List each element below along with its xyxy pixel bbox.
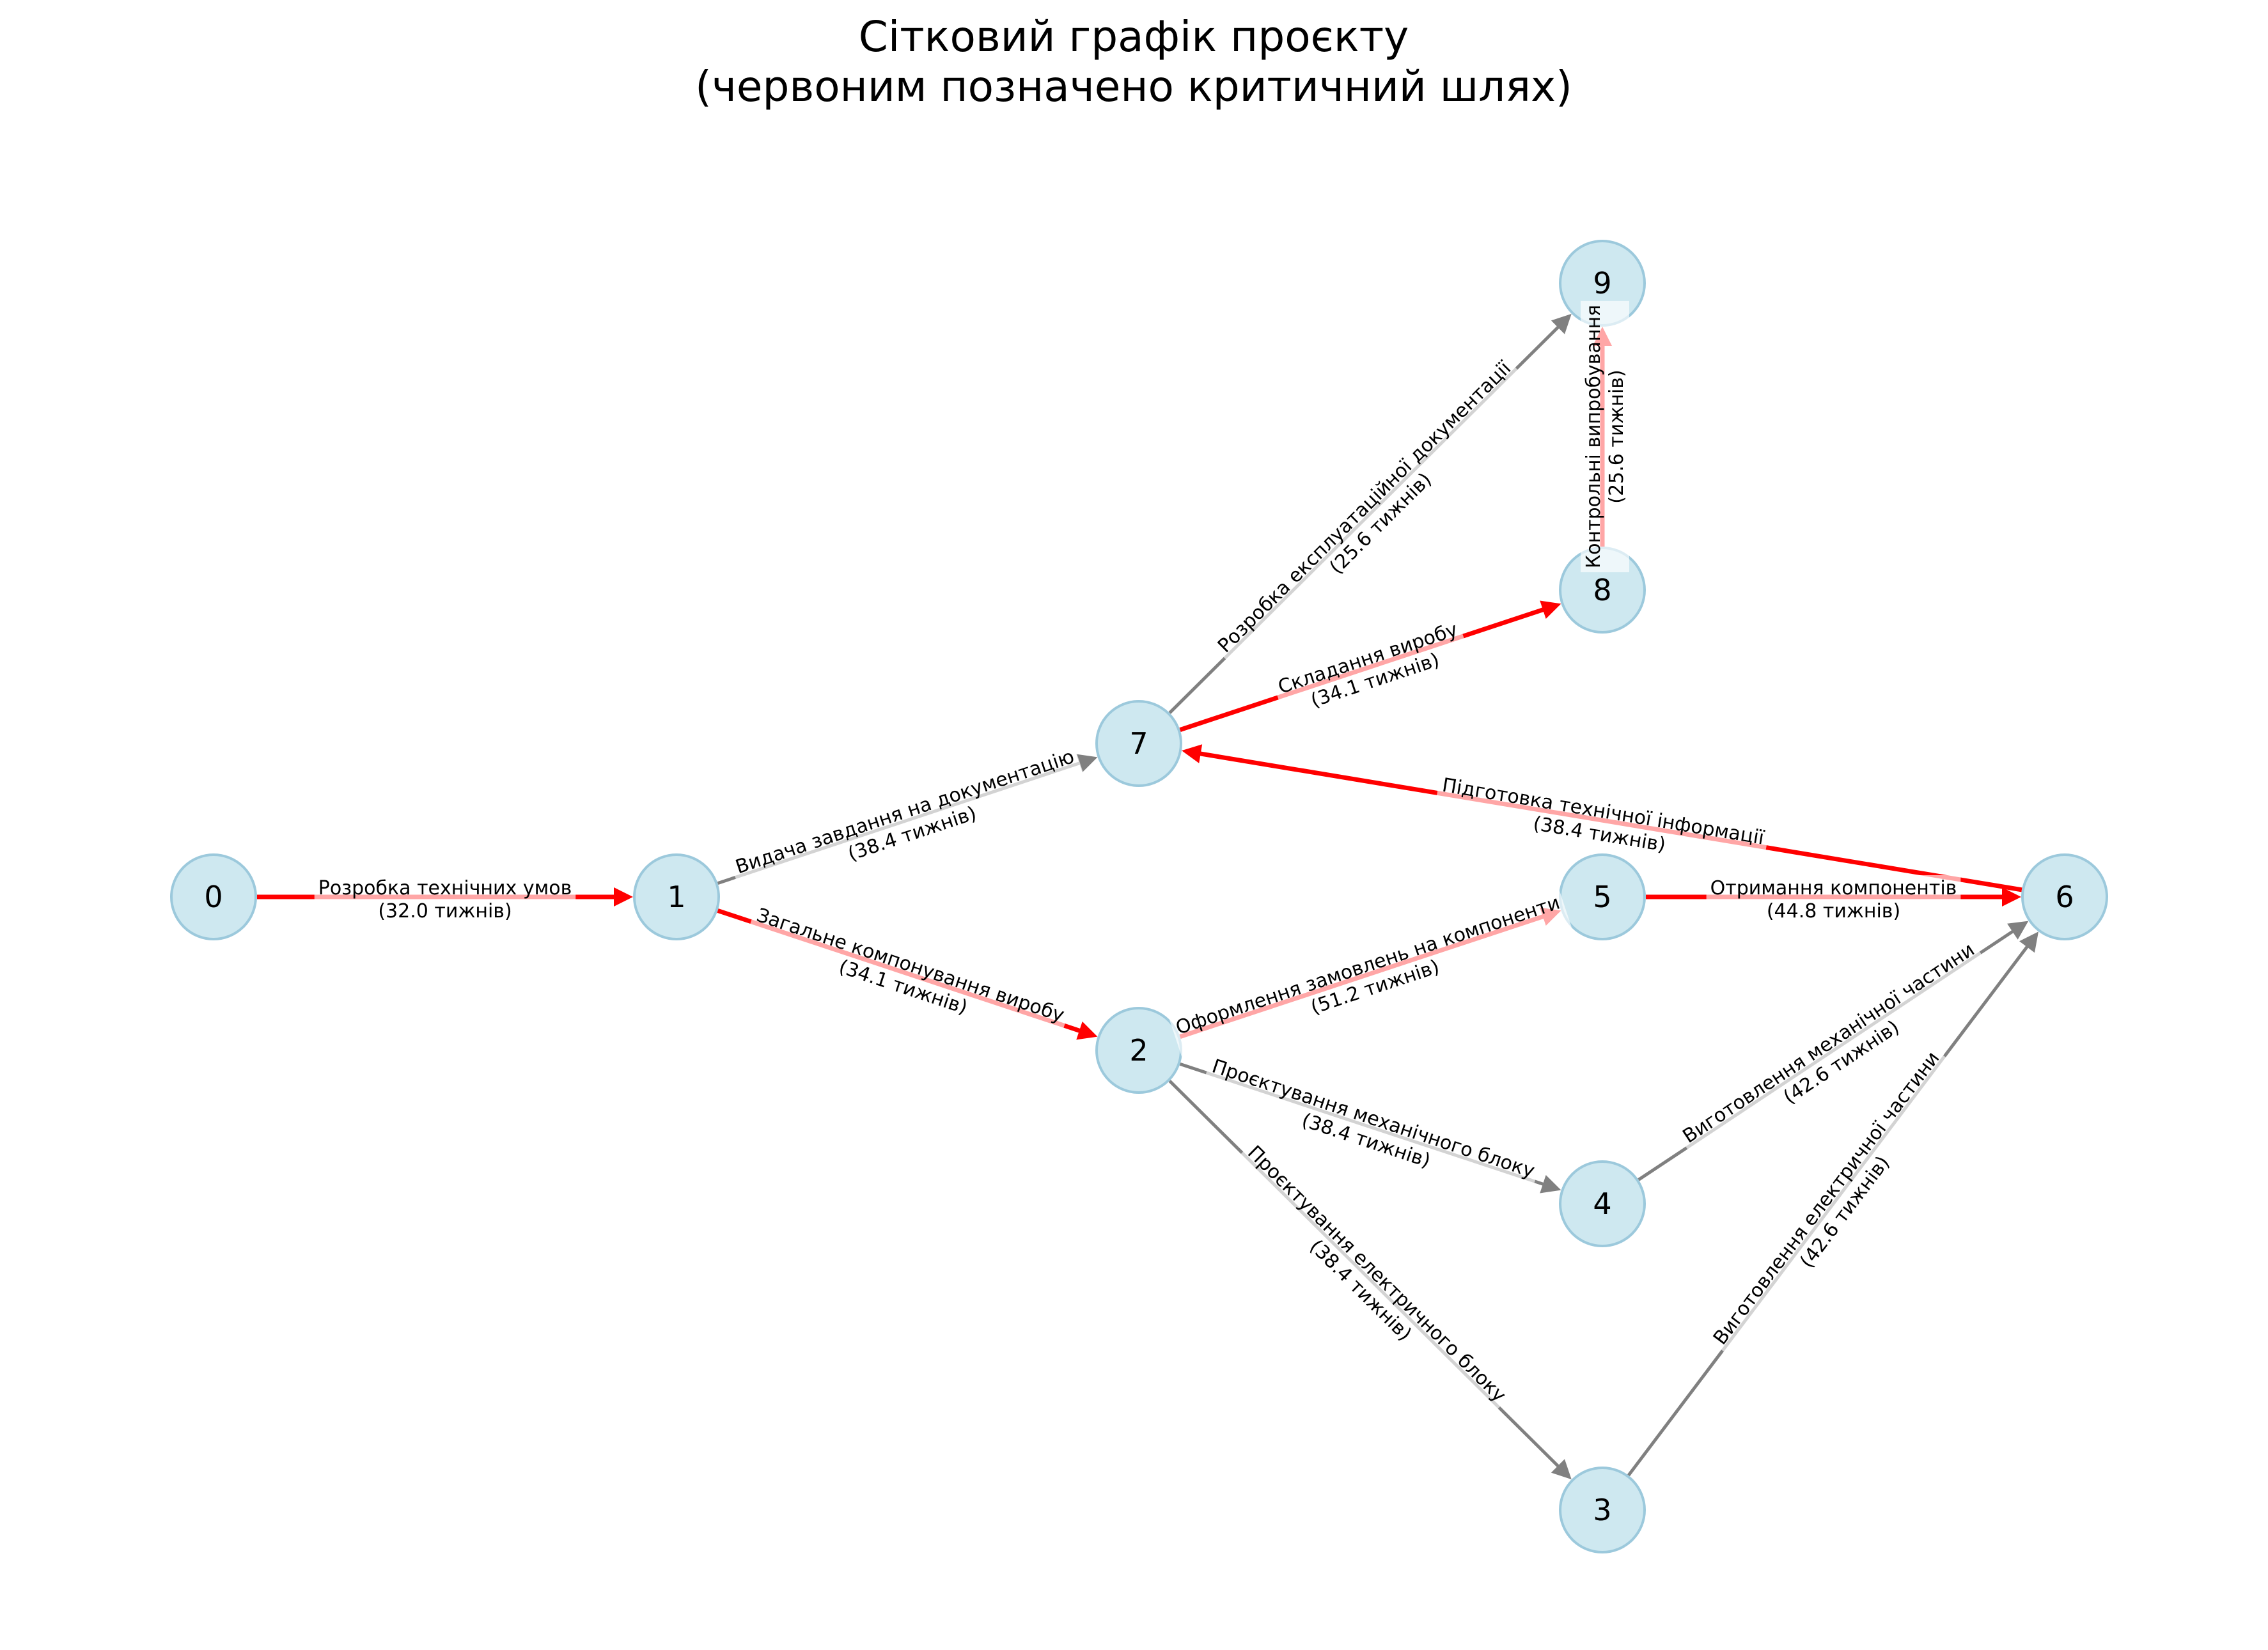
- edge-arrowhead: [614, 887, 633, 907]
- edge-activity-name: Видача завдання на документацію: [733, 745, 1077, 878]
- edge-activity-name: Контрольні випробування: [1583, 305, 1605, 568]
- edge-label-background: [1581, 300, 1629, 573]
- node-circle: [1559, 1467, 1646, 1553]
- node-label: 2: [1129, 1033, 1148, 1068]
- node-label: 7: [1129, 726, 1148, 761]
- edge-duration: (32.0 тижнів): [378, 900, 512, 922]
- node-7: 7: [1095, 700, 1182, 787]
- node-label: 8: [1593, 573, 1611, 607]
- edge-arrowhead: [1076, 1021, 1098, 1040]
- edge-label-2-5: Оформлення замовлень на компоненти(51.2 …: [1168, 888, 1574, 1064]
- edge-labels-layer: Розробка технічних умов(32.0 тижнів) Вида…: [314, 300, 1996, 1427]
- edge-label-background: [1271, 615, 1472, 723]
- edge-label-background: [728, 742, 1089, 903]
- edge-arrowhead: [1076, 754, 1098, 773]
- diagram-title-line-1: Сітковий графік проєкту: [859, 12, 1409, 61]
- node-6: 6: [2021, 853, 2108, 940]
- edge-arrowhead: [1540, 600, 1561, 619]
- node-circle: [2021, 853, 2108, 940]
- edge-label-background: [1198, 1052, 1542, 1207]
- edge-activity-name: Виготовлення механічної частини: [1679, 938, 1979, 1148]
- edge-activity-name: Розробка технічних умов: [318, 877, 572, 899]
- node-1: 1: [633, 853, 720, 940]
- node-label: 1: [667, 880, 685, 914]
- edge-label-background: [1674, 935, 1996, 1171]
- node-circle: [170, 853, 257, 940]
- edge-label-7-8: Складання виробу(34.1 тижнів): [1271, 615, 1472, 723]
- edge-duration: (44.8 тижнів): [1767, 900, 1900, 922]
- edge-activity-name: Оформлення замовлень на компоненти: [1173, 892, 1563, 1039]
- edge-label-background: [1432, 771, 1770, 875]
- node-circle: [1559, 1160, 1646, 1247]
- edge-label-1-2: Загальне компонування виробу(34.1 тижнів…: [742, 901, 1072, 1052]
- edge-activity-name: Отримання компонентів: [1710, 877, 1957, 899]
- edge-label-background: [1168, 888, 1574, 1064]
- node-4: 4: [1559, 1160, 1646, 1247]
- edge-label-8-9: Контрольні випробування(25.6 тижнів): [1581, 300, 1629, 573]
- node-label: 4: [1593, 1187, 1611, 1221]
- edge-label-background: [1706, 875, 1961, 924]
- edge-activity-name: Розробка експлуатаційної документації: [1214, 357, 1516, 657]
- edge-label-background: [1209, 353, 1536, 678]
- edge-label-5-6: Отримання компонентів(44.8 тижнів): [1706, 875, 1961, 924]
- diagram-title-line-2: (червоним позначено критичний шлях): [695, 62, 1572, 111]
- node-label: 9: [1593, 266, 1611, 300]
- node-label: 3: [1593, 1493, 1611, 1527]
- node-label: 5: [1593, 880, 1611, 914]
- edge-arrowhead: [1551, 1459, 1572, 1480]
- edge-arrowhead: [2002, 887, 2021, 907]
- node-circle: [1095, 700, 1182, 787]
- edge-label-background: [1223, 1137, 1515, 1427]
- node-5: 5: [1559, 853, 1646, 940]
- edge-arrowhead: [1182, 744, 1203, 763]
- node-2: 2: [1095, 1007, 1182, 1094]
- edge-duration: (25.6 тижнів): [1606, 370, 1628, 503]
- edge-arrowhead: [2019, 931, 2039, 953]
- node-label: 6: [2055, 880, 2074, 914]
- edge-arrowhead: [1540, 1174, 1561, 1194]
- node-circle: [633, 853, 720, 940]
- edge-label-background: [742, 901, 1072, 1052]
- edge-label-background: [1705, 1043, 1966, 1367]
- node-3: 3: [1559, 1467, 1646, 1553]
- node-label: 0: [204, 880, 223, 914]
- edge-label-1-7: Видача завдання на документацію(38.4 тиж…: [728, 742, 1089, 903]
- nodes-layer: 0 1 2 3 4 5 6 7 8 9: [170, 240, 2108, 1553]
- edge-arrowhead: [2007, 921, 2029, 940]
- edge-label-background: [314, 875, 576, 924]
- edge-label-0-1: Розробка технічних умов(32.0 тижнів): [314, 875, 576, 924]
- edge-arrowhead: [1551, 313, 1572, 334]
- node-0: 0: [170, 853, 257, 940]
